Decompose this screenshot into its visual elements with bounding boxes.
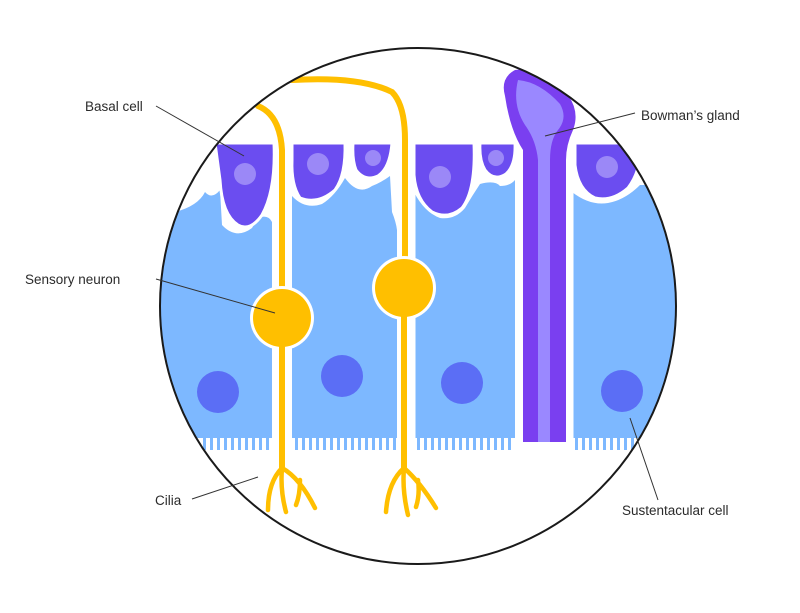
- basal-nucleus-edge: [167, 162, 183, 178]
- magnifier-circle: [159, 47, 677, 565]
- cilium: [452, 436, 455, 450]
- sensory-neuron-1: [250, 100, 318, 515]
- tissue-group: [160, 69, 676, 518]
- cilium: [386, 436, 389, 450]
- cilium: [316, 436, 319, 450]
- cilium: [231, 436, 234, 450]
- cilium: [501, 436, 504, 450]
- basal-nucleus-5: [488, 150, 504, 166]
- basal-nucleus-2: [307, 153, 329, 175]
- cilium: [365, 436, 368, 450]
- cilium: [438, 436, 441, 450]
- cilium: [473, 436, 476, 450]
- label-basal-cell: Basal cell: [85, 99, 143, 114]
- leader-cilia: [191, 476, 259, 500]
- basal-nucleus-1: [234, 163, 256, 185]
- basal-cell-1: [213, 141, 276, 229]
- neuron-2-axon: [289, 76, 408, 273]
- cilium: [379, 436, 382, 450]
- cilium: [302, 436, 305, 450]
- leader-bowmans-gland: [544, 112, 636, 137]
- cilium: [494, 436, 497, 450]
- leader-sensory-neuron: [155, 278, 276, 314]
- neuron-2-cilia: [383, 465, 439, 518]
- cilium: [344, 436, 347, 450]
- cilium: [245, 436, 248, 450]
- cilium: [295, 436, 298, 450]
- cilia-comb: [203, 436, 634, 450]
- cilium: [487, 436, 490, 450]
- cilium: [459, 436, 462, 450]
- sustentacular-nucleus-1: [197, 371, 239, 413]
- cilium: [372, 436, 375, 450]
- cilium: [466, 436, 469, 450]
- neuron-1-body: [253, 289, 311, 347]
- cilium: [337, 436, 340, 450]
- sustentacular-cell-2: [292, 176, 397, 438]
- cilium: [424, 436, 427, 450]
- cilium: [351, 436, 354, 450]
- bowmans-gland-lumen: [516, 80, 564, 442]
- leader-basal-cell: [155, 105, 245, 157]
- label-sensory-neuron: Sensory neuron: [25, 272, 120, 287]
- cilium: [631, 436, 634, 450]
- sustentacular-nucleus-2: [321, 355, 363, 397]
- cilium: [575, 436, 578, 450]
- cilium: [259, 436, 262, 450]
- cilium: [589, 436, 592, 450]
- neuron-2-body: [375, 259, 433, 317]
- basal-nucleus-6: [596, 156, 618, 178]
- neuron-1-axon: [255, 103, 285, 303]
- cilium: [323, 436, 326, 450]
- leader-lines: [155, 105, 659, 501]
- cilium: [610, 436, 613, 450]
- leader-sustentacular-cell: [629, 417, 659, 501]
- label-cilia: Cilia: [155, 493, 182, 508]
- sustentacular-cell-3: [414, 180, 515, 438]
- cilium: [330, 436, 333, 450]
- cilium: [210, 436, 213, 450]
- bowmans-gland: [503, 69, 576, 443]
- cilium: [508, 436, 511, 450]
- sustentacular-nucleus-3: [441, 362, 483, 404]
- cilium: [309, 436, 312, 450]
- sustentacular-cell-1: [160, 190, 272, 438]
- cilium: [358, 436, 361, 450]
- sustentacular-nucleus-4: [601, 370, 643, 412]
- cilium: [393, 436, 396, 450]
- cilium: [224, 436, 227, 450]
- cilium: [596, 436, 599, 450]
- cilium: [252, 436, 255, 450]
- cilium: [603, 436, 606, 450]
- cilium: [617, 436, 620, 450]
- cilium: [266, 436, 269, 450]
- cilium: [480, 436, 483, 450]
- cilium: [217, 436, 220, 450]
- cilium: [431, 436, 434, 450]
- cilium: [624, 436, 627, 450]
- cilium: [417, 436, 420, 450]
- basal-nucleus-4: [429, 166, 451, 188]
- cilium: [203, 436, 206, 450]
- label-sustentacular-cell: Sustentacular cell: [622, 503, 729, 518]
- cilium: [238, 436, 241, 450]
- label-bowmans-gland: Bowman’s gland: [641, 108, 740, 123]
- cilium: [445, 436, 448, 450]
- neuron-1-cilia: [265, 465, 318, 515]
- basal-nucleus-3: [365, 150, 381, 166]
- cilium: [582, 436, 585, 450]
- sensory-neuron-2: [286, 73, 439, 518]
